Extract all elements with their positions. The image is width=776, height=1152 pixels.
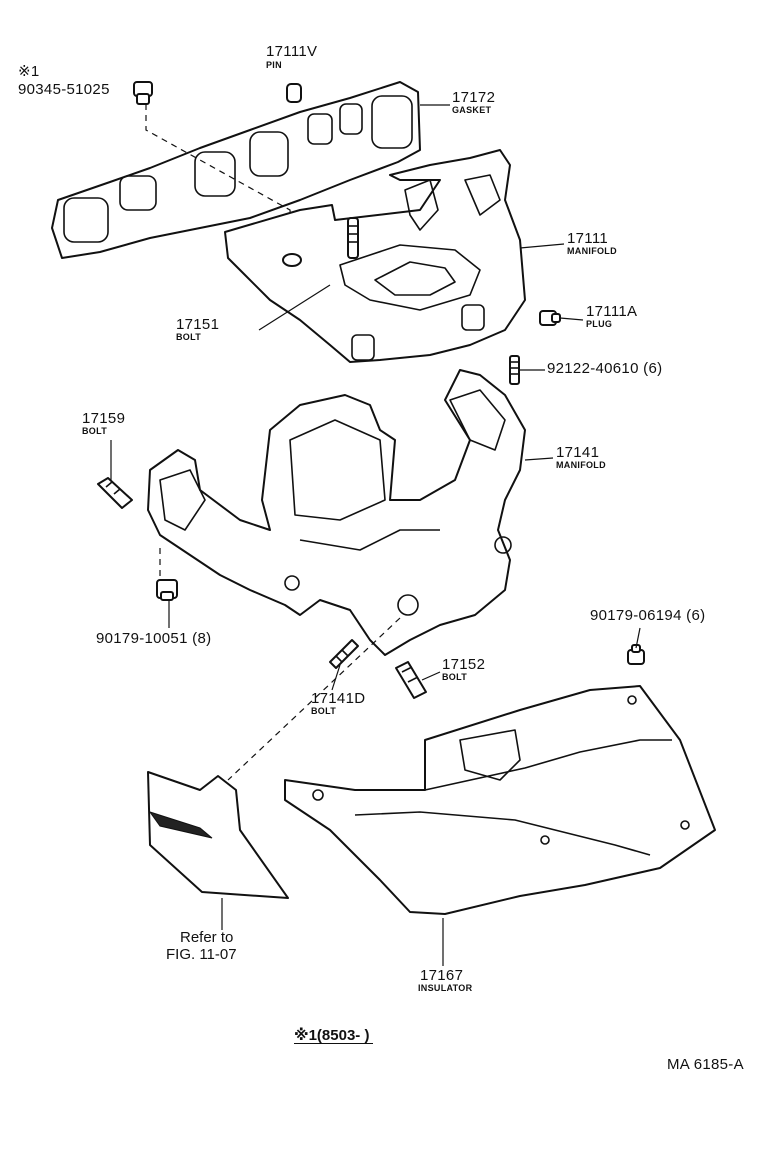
part-number-17111: 17111: [567, 230, 608, 247]
part-number-92122-40610: 92122-40610 (6): [547, 360, 663, 377]
leader-lines: [110, 104, 641, 966]
note-symbol: ※1: [18, 63, 40, 80]
intake-manifold-17111-drawing: [224, 149, 526, 363]
part-number-17172: 17172: [452, 89, 496, 106]
part-number-17111v: 17111V: [266, 43, 318, 60]
pin-17111v-drawing: [286, 83, 302, 103]
part-name-plug: PLUG: [586, 319, 613, 329]
part-name-manifold-intake: MANIFOLD: [567, 246, 617, 256]
refer-to-line1: Refer to: [180, 929, 234, 946]
part-name-bolt-17141d: BOLT: [311, 706, 337, 716]
plug-17111a-drawing: [539, 310, 561, 326]
stud-bolt-17151-drawing: [347, 217, 359, 259]
part-name-pin: PIN: [266, 60, 282, 70]
part-name-insulator: INSULATOR: [418, 983, 473, 993]
part-name-manifold-exhaust: MANIFOLD: [556, 460, 606, 470]
stud-bolt-17141d-drawing: [329, 639, 359, 669]
part-name-bolt-17152: BOLT: [442, 672, 468, 682]
gasket-17172-drawing: [51, 81, 421, 259]
part-number-17167: 17167: [420, 967, 464, 984]
heat-shield-piece-drawing: [147, 771, 289, 899]
part-name-bolt-17159: BOLT: [82, 426, 108, 436]
part-number-90179-06194: 90179-06194 (6): [590, 607, 706, 624]
refer-to-line2: FIG. 11-07: [166, 946, 237, 963]
plug-bolt-90345-drawing: [133, 81, 153, 105]
footnote: ※1(8503- ): [294, 1028, 374, 1044]
part-number-17159: 17159: [82, 410, 126, 427]
part-number-17152: 17152: [442, 656, 486, 673]
part-name-bolt-17151: BOLT: [176, 332, 202, 342]
part-number-17151: 17151: [176, 316, 220, 333]
part-name-gasket: GASKET: [452, 105, 492, 115]
part-number-90345-51025: 90345-51025: [18, 81, 110, 98]
insulator-17167-drawing: [284, 685, 716, 915]
stud-bolt-17152-drawing: [395, 661, 427, 699]
stud-bolt-17159-drawing: [97, 477, 133, 509]
part-number-90179-10051: 90179-10051 (8): [96, 630, 212, 647]
figure-code: MA 6185-A: [667, 1056, 744, 1073]
stud-92122-drawing: [509, 355, 520, 385]
exhaust-manifold-17141-drawing: [147, 369, 526, 656]
part-number-17111a: 17111A: [586, 303, 638, 320]
nut-90179-10051-drawing: [156, 579, 178, 601]
part-number-17141: 17141: [556, 444, 600, 461]
part-number-17141d: 17141D: [311, 690, 366, 707]
